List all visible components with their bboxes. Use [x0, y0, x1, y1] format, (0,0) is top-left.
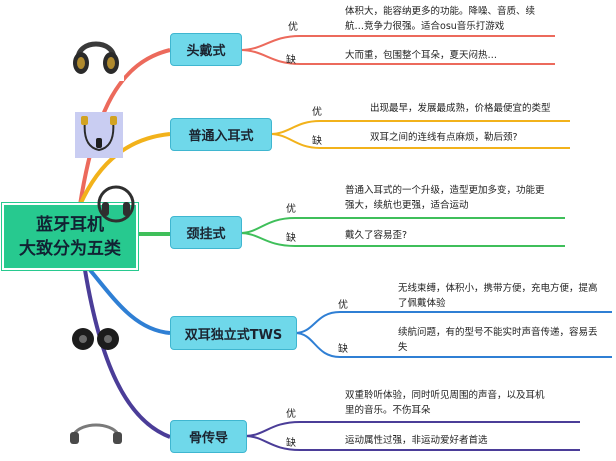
- branch5-cons-line: [244, 435, 580, 451]
- connector-tws: [88, 268, 171, 335]
- headset-cons-text: 大而重，包围整个耳朵，夏天闷热…: [345, 48, 497, 63]
- tws-pros-text: 无线束缚，体积小，携带方便，充电方便，提高 了佩戴体验: [398, 281, 598, 311]
- tws-cons-text: 续航问题，有的型号不能实时声音传递，容易丢 失: [398, 325, 598, 355]
- neckband-pros-line1: 普通入耳式的一个升级，造型更加多变，功能更: [345, 185, 545, 196]
- cons-label: 缺: [286, 438, 296, 449]
- neck-hanging-headset-icon: [97, 185, 135, 223]
- headset-pros-line2: 航…竞争力很强。适合osu音乐打游戏: [345, 21, 505, 32]
- tws-cons-line2: 失: [398, 342, 408, 353]
- tws-earbuds-icon: [72, 328, 119, 350]
- headset-pros-text: 体积大，能容纳更多的功能。降噪、音质、续 航…竞争力很强。适合osu音乐打游戏: [345, 4, 535, 34]
- branch3-pros-line: [239, 217, 565, 234]
- root-topic[interactable]: 蓝牙耳机 大致分为五类: [1, 202, 139, 271]
- topic-neckband-label: 颈挂式: [186, 227, 226, 242]
- pros-label: 优: [288, 22, 298, 33]
- neckband-pros-text: 普通入耳式的一个升级，造型更加多变，功能更 强大，续航也更强，适合运动: [345, 183, 545, 213]
- inear-pros-line1: 出现最早，发展最成熟，价格最便宜的类型: [370, 103, 551, 114]
- neckband-cons-text: 戴久了容易歪?: [345, 228, 407, 243]
- inear-pros-text: 出现最早，发展最成熟，价格最便宜的类型: [370, 101, 551, 116]
- bone-pros-line2: 里的音乐。不伤耳朵: [345, 405, 431, 416]
- bone-pros-text: 双重聆听体验，同时听见周围的声音，以及耳机 里的音乐。不伤耳朵: [345, 388, 545, 418]
- branch3-cons-line: [239, 232, 565, 247]
- branch2-cons-line: [269, 133, 570, 149]
- neckband-cons-line1: 戴久了容易歪?: [345, 230, 408, 241]
- inear-cons-text: 双耳之间的连线有点麻烦，勒后颈?: [370, 130, 518, 145]
- branch4-pros-line: [294, 311, 612, 334]
- over-ear-headphones-icon: [68, 25, 124, 81]
- bone-cons-text: 运动属性过强，非运动爱好者首选: [345, 433, 488, 448]
- topic-neckband[interactable]: 颈挂式: [170, 216, 242, 249]
- branch4-cons-line: [294, 332, 612, 358]
- branch5-pros-line: [244, 421, 580, 437]
- tws-pros-line2: 了佩戴体验: [398, 298, 446, 309]
- topic-tws[interactable]: 双耳独立式TWS: [170, 316, 297, 350]
- topic-inear[interactable]: 普通入耳式: [170, 118, 272, 151]
- inear-cons-line1: 双耳之间的连线有点麻烦，勒后颈?: [370, 132, 518, 143]
- topic-bone-conduction[interactable]: 骨传导: [170, 420, 247, 453]
- neckband-pros-line2: 强大，续航也更强，适合运动: [345, 200, 469, 211]
- topic-inear-label: 普通入耳式: [188, 129, 254, 144]
- root-title-line2: 大致分为五类: [19, 238, 121, 259]
- tws-pros-line1: 无线束缚，体积小，携带方便，充电方便，提高: [398, 283, 598, 294]
- pros-label: 优: [286, 204, 296, 215]
- cons-label: 缺: [338, 344, 348, 355]
- pros-label: 优: [286, 409, 296, 420]
- topic-bone-conduction-label: 骨传导: [188, 431, 228, 446]
- connector-headset: [78, 48, 171, 206]
- headset-pros-line1: 体积大，能容纳更多的功能。降噪、音质、续: [345, 6, 536, 17]
- cons-label: 缺: [286, 233, 296, 244]
- pros-label: 优: [312, 107, 322, 118]
- bone-pros-line1: 双重聆听体验，同时听见周围的声音，以及耳机: [345, 390, 545, 401]
- bone-cons-line1: 运动属性过强，非运动爱好者首选: [345, 435, 488, 446]
- headset-cons-line1: 大而重，包围整个耳朵，夏天闷热…: [345, 50, 498, 61]
- tws-cons-line1: 续航问题，有的型号不能实时声音传递，容易丢: [398, 327, 598, 338]
- branch1-cons-line: [239, 49, 555, 65]
- connector-bone: [83, 269, 171, 439]
- topic-headset[interactable]: 头戴式: [170, 33, 242, 66]
- topic-tws-label: 双耳独立式TWS: [184, 327, 283, 343]
- pros-label: 优: [338, 300, 348, 311]
- root-title-line1: 蓝牙耳机: [36, 214, 104, 235]
- bone-conduction-headset-icon: [70, 423, 122, 444]
- cons-label: 缺: [286, 55, 296, 66]
- cons-label: 缺: [312, 136, 322, 147]
- topic-headset-label: 头戴式: [186, 44, 226, 59]
- neckband-earphones-icon: [75, 112, 123, 158]
